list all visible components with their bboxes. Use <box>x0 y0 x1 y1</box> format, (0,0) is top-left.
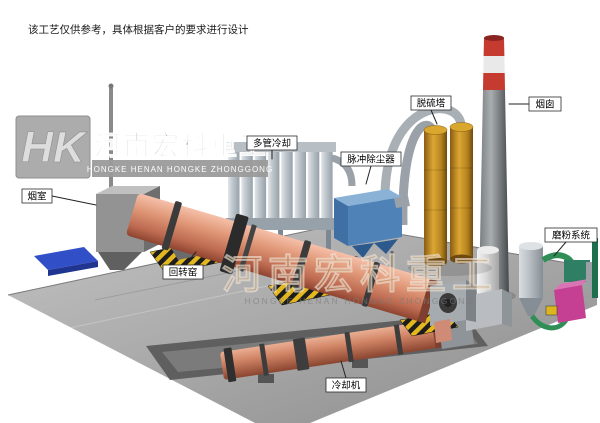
watermark-center-en: HONGKE HENAN HONGKE ZHONGGONG <box>245 296 476 306</box>
kiln-discharge-duct <box>434 319 452 343</box>
chimney-band-red-top <box>483 38 505 56</box>
kiln-head <box>430 280 476 343</box>
label-desulfurization-tower: 脱硫塔 <box>417 98 446 110</box>
disclaimer-text: 该工艺仅供参考，具体根据客户的要求进行设计 <box>28 23 249 36</box>
desulfurization-towers <box>380 104 492 276</box>
mill-pipe-green-2 <box>529 314 569 331</box>
label-chimney: 烟囱 <box>535 99 554 111</box>
watermark-center-cn: 河南宏科重工 <box>222 253 498 297</box>
watermark-center: 河南宏科重工 HONGKE HENAN HONGKE ZHONGGONG <box>222 253 498 306</box>
milling-system <box>519 238 598 331</box>
label-rotary-kiln: 回转窑 <box>169 267 198 279</box>
blue-pad <box>34 247 98 276</box>
pulse-dust-collector <box>334 189 410 272</box>
logo-block <box>15 115 91 179</box>
label-cooling-machine: 冷却机 <box>332 380 361 392</box>
tower-inlet-pipe-2 <box>380 104 466 203</box>
label-pulse-dust-collector: 脉冲除尘器 <box>347 154 395 166</box>
label-milling-system: 磨粉系统 <box>552 230 591 242</box>
logo-initials: HK <box>21 123 88 172</box>
callout-labels: 烟室 回转窑 多管冷却 脉冲除尘器 脱硫塔 烟囱 磨粉系统 冷却机 <box>21 95 598 393</box>
chimney-band-red-low <box>483 73 505 90</box>
label-smoke-chamber: 烟室 <box>27 191 46 203</box>
rotary-kiln <box>126 193 438 324</box>
label-multi-tube-cooler: 多管冷却 <box>253 138 291 150</box>
watermark-logo: HK 河南宏科重工 HONGKE HENAN HONGKE ZHONGGONG <box>15 115 273 179</box>
mill-magenta-unit <box>554 285 586 323</box>
logo-brand-cn: 河南宏科重工 <box>94 130 268 161</box>
logo-brand-en: HONGKE HENAN HONGKE ZHONGGONG <box>87 165 273 174</box>
collector-front-face <box>348 197 402 246</box>
